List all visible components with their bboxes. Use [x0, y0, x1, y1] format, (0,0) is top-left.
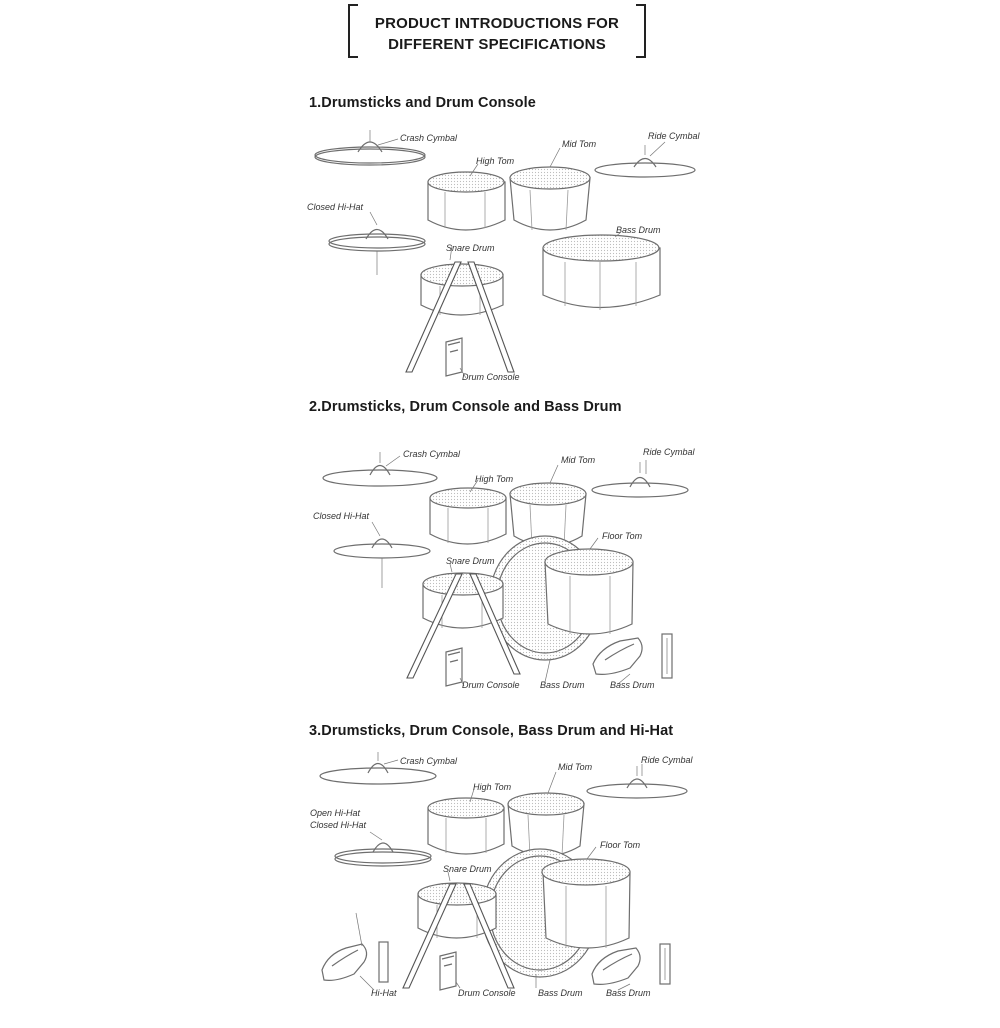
floor-tom — [544, 548, 634, 635]
label-bass-drum: Bass Drum — [616, 225, 661, 235]
label-bass-drum: Bass Drum — [538, 988, 583, 998]
label-bass-drum: Bass Drum — [540, 680, 585, 690]
drum-kit-2-drawing: Crash Cymbal Ride Cymbal Closed Hi-Hat H… — [313, 447, 696, 690]
label-crash-cymbal: Crash Cymbal — [400, 756, 458, 766]
drum-kit-1-drawing: Crash Cymbal Ride Cymbal Closed Hi-Hat H… — [307, 130, 701, 382]
mid-tom — [509, 482, 587, 547]
floor-tom — [541, 858, 631, 949]
label-drum-console: Drum Console — [458, 988, 516, 998]
bass-drum — [542, 234, 661, 310]
hihat-pedal — [321, 912, 389, 983]
section-1-heading: 1.Drumsticks and Drum Console — [309, 95, 536, 111]
section-2-diagram: Crash Cymbal Ride Cymbal Closed Hi-Hat H… — [300, 438, 710, 718]
label-ride-cymbal: Ride Cymbal — [643, 447, 696, 457]
mid-tom — [509, 166, 591, 231]
high-tom — [427, 171, 506, 231]
section-2-heading: 2.Drumsticks, Drum Console and Bass Drum — [309, 399, 622, 415]
page-title: PRODUCT INTRODUCTIONS FOR DIFFERENT SPEC… — [348, 13, 646, 55]
title-line-1: PRODUCT INTRODUCTIONS FOR — [374, 15, 620, 32]
drumsticks — [402, 883, 515, 989]
drum-console — [439, 951, 457, 991]
drum-console — [445, 647, 463, 687]
label-closed-hihat: Closed Hi-Hat — [310, 820, 367, 830]
crash-cymbal — [322, 452, 438, 487]
label-ride-cymbal: Ride Cymbal — [641, 755, 694, 765]
label-closed-hihat: Closed Hi-Hat — [313, 511, 370, 521]
closed-hihat — [328, 228, 426, 275]
label-ride-cymbal: Ride Cymbal — [648, 131, 701, 141]
label-high-tom: High Tom — [475, 474, 514, 484]
label-floor-tom: Floor Tom — [600, 840, 641, 850]
label-high-tom: High Tom — [473, 782, 512, 792]
label-bass-drum-pedal: Bass Drum — [610, 680, 655, 690]
drumsticks — [405, 261, 515, 373]
page-title-box: PRODUCT INTRODUCTIONS FOR DIFFERENT SPEC… — [348, 4, 646, 58]
crash-cymbal — [319, 752, 437, 785]
high-tom — [429, 487, 507, 545]
label-drum-console: Drum Console — [462, 680, 520, 690]
bass-drum-pedal — [591, 943, 671, 985]
label-crash-cymbal: Crash Cymbal — [403, 449, 461, 459]
section-3-heading: 3.Drumsticks, Drum Console, Bass Drum an… — [309, 723, 674, 739]
high-tom — [427, 797, 505, 855]
label-snare-drum: Snare Drum — [443, 864, 492, 874]
title-line-2: DIFFERENT SPECIFICATIONS — [388, 36, 606, 53]
bass-drum-pedal — [592, 633, 673, 679]
label-crash-cymbal: Crash Cymbal — [400, 133, 458, 143]
label-snare-drum: Snare Drum — [446, 243, 495, 253]
mid-tom — [507, 792, 585, 857]
section-3-diagram: Crash Cymbal Ride Cymbal Open Hi-Hat Clo… — [300, 748, 710, 1028]
right-bracket — [636, 4, 646, 58]
label-snare-drum: Snare Drum — [446, 556, 495, 566]
hihat-cymbals — [334, 842, 432, 867]
label-drum-console: Drum Console — [462, 372, 520, 382]
label-high-tom: High Tom — [476, 156, 515, 166]
closed-hihat — [333, 538, 431, 588]
ride-cymbal — [594, 145, 696, 178]
drum-console — [445, 337, 463, 377]
drumsticks — [406, 573, 521, 679]
label-floor-tom: Floor Tom — [602, 531, 643, 541]
label-mid-tom: Mid Tom — [558, 762, 593, 772]
ride-cymbal — [591, 462, 689, 498]
label-closed-hihat: Closed Hi-Hat — [307, 202, 364, 212]
label-open-hihat: Open Hi-Hat — [310, 808, 361, 818]
ride-cymbal — [586, 766, 688, 799]
label-mid-tom: Mid Tom — [561, 455, 596, 465]
label-bass-drum-pedal: Bass Drum — [606, 988, 651, 998]
section-1-diagram: Crash Cymbal Ride Cymbal Closed Hi-Hat H… — [300, 120, 710, 400]
label-mid-tom: Mid Tom — [562, 139, 597, 149]
label-hihat-pedal: Hi-Hat — [371, 988, 397, 998]
left-bracket — [348, 4, 358, 58]
crash-cymbal — [314, 130, 426, 166]
drum-kit-3-drawing: Crash Cymbal Ride Cymbal Open Hi-Hat Clo… — [310, 752, 694, 998]
